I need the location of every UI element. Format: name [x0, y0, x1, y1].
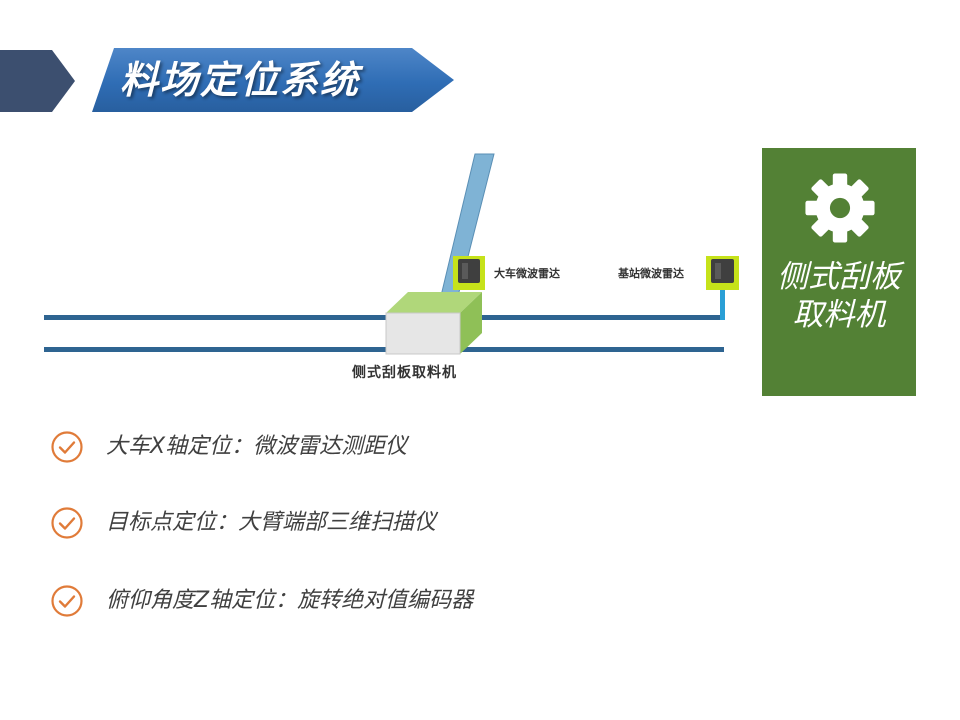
check-circle-icon: [51, 507, 83, 539]
bullet-text: 俯仰角度Z轴定位：旋转绝对值编码器: [106, 588, 474, 613]
radar-cable: [720, 290, 725, 320]
list-item: 俯仰角度Z轴定位：旋转绝对值编码器: [50, 582, 570, 618]
car-radar-icon: [453, 256, 485, 290]
reclaimer-card: 侧式刮板 取料机: [762, 148, 916, 396]
base-radar-label: 基站微波雷达: [618, 267, 684, 280]
list-item: 大车X轴定位：微波雷达测距仪: [50, 428, 570, 464]
reclaimer-card-line2: 取料机: [792, 297, 886, 333]
rail-top: [44, 315, 724, 320]
car-radar-label: 大车微波雷达: [494, 267, 560, 280]
gear-icon: [805, 173, 875, 243]
check-circle-icon: [51, 431, 83, 463]
page-title: 料场定位系统: [120, 58, 361, 102]
bullet-text: 目标点定位：大臂端部三维扫描仪: [106, 510, 437, 535]
reclaimer-card-line1: 侧式刮板: [777, 259, 901, 295]
rail-bottom: [44, 347, 724, 352]
machine-box: [385, 292, 482, 355]
bullet-text: 大车X轴定位：微波雷达测距仪: [106, 434, 408, 459]
check-circle-icon: [51, 585, 83, 617]
machine-label: 侧式刮板取料机: [352, 365, 457, 381]
base-radar-icon: [706, 256, 739, 290]
reclaimer-card-text: 侧式刮板 取料机: [762, 258, 916, 334]
list-item: 目标点定位：大臂端部三维扫描仪: [50, 504, 570, 540]
header-arrow-blue: [92, 48, 454, 112]
